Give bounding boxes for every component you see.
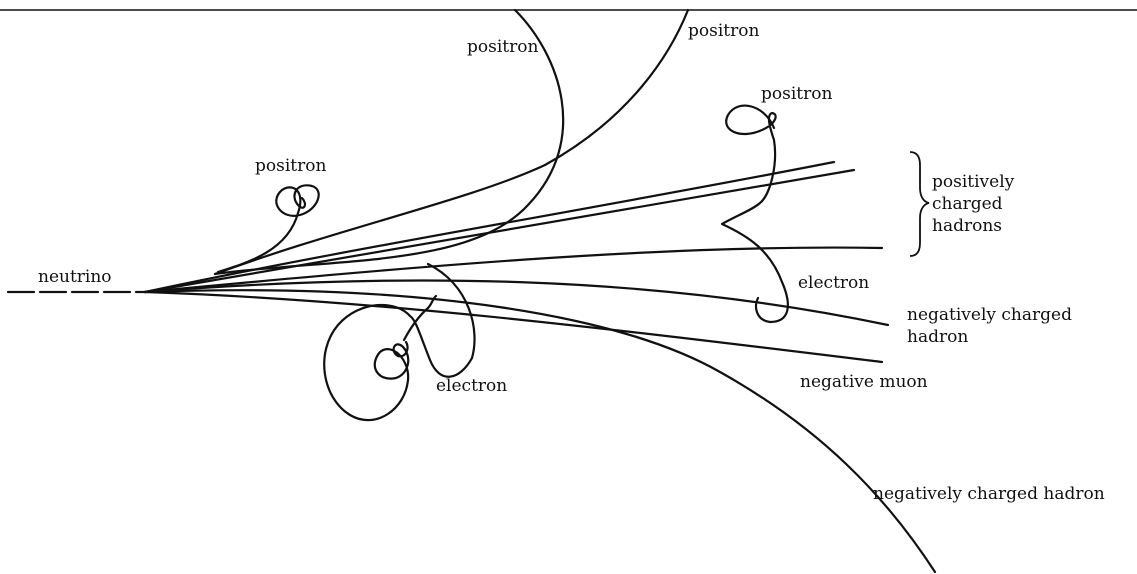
negative-hadron-short-track (143, 279, 890, 327)
label-neg-hadron-long: negatively charged hadron (873, 484, 1105, 504)
label-neg-hadron-short-1: negatively charged (907, 305, 1072, 325)
label-positive-hadrons-3: hadrons (932, 216, 1002, 236)
label-neutrino: neutrino (38, 267, 112, 287)
label-positron-left: positron (255, 156, 326, 176)
label-negative-muon: negative muon (800, 372, 928, 392)
positron-track-2 (213, 8, 690, 276)
label-positron-top-left: positron (467, 37, 538, 57)
negative-hadron-long-track (143, 289, 937, 574)
positron-track-1 (213, 8, 565, 276)
label-positive-hadrons-2: charged (932, 194, 1003, 214)
positive-hadron-track-2 (143, 168, 856, 294)
positive-hadron-track-3 (143, 246, 884, 294)
electron-tail (402, 294, 438, 342)
label-electron-bottom: electron (436, 376, 507, 396)
positron-spiral-left (216, 184, 320, 274)
label-positron-top-right: positron (688, 21, 759, 41)
electron-spiral-center (323, 262, 476, 422)
label-positive-hadrons-1: positively (932, 172, 1015, 192)
hadron-brace (909, 151, 930, 257)
positive-hadron-track-1 (143, 160, 836, 294)
label-electron-right: electron (798, 273, 869, 293)
label-neg-hadron-short-2: hadron (907, 327, 968, 347)
negative-muon-track (143, 290, 884, 364)
positron-spiral-right (720, 104, 789, 324)
label-positron-right: positron (761, 84, 832, 104)
